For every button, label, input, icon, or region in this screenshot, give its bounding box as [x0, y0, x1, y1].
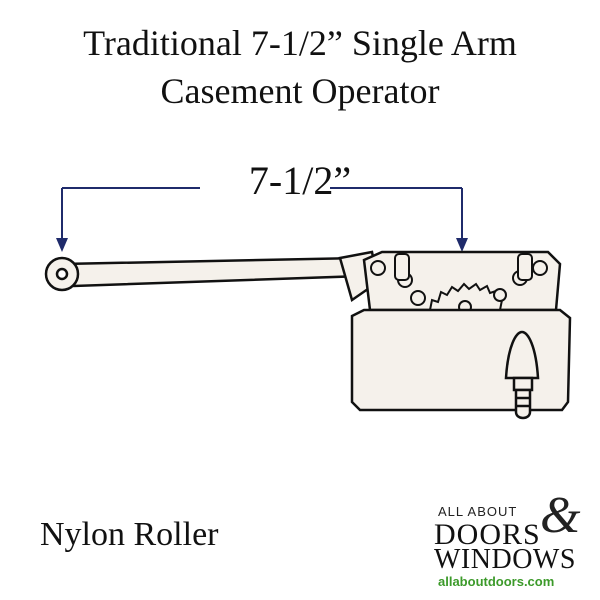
housing-body [350, 308, 572, 412]
logo-ampersand: & [540, 487, 581, 544]
crank-stud [504, 330, 540, 420]
title-line-2: Casement Operator [160, 71, 440, 111]
operator-arm [59, 250, 380, 303]
title-line-1: Traditional 7-1/2” Single Arm [83, 23, 517, 63]
arrowhead-right [456, 238, 468, 252]
logo-text-windows: WINDOWS [434, 544, 576, 575]
brand-logo: ALL ABOUT & DOORS WINDOWS allaboutdoors.… [428, 490, 593, 590]
dimension-label: 7-1/2” [248, 158, 352, 203]
logo-text-doors: DOORS [434, 518, 541, 551]
logo-website: allaboutdoors.com [438, 574, 555, 589]
operator-diagram [44, 187, 572, 420]
caption: Nylon Roller [40, 516, 219, 553]
logo-text-all-about: ALL ABOUT [438, 504, 518, 519]
rivets [370, 253, 548, 306]
arrowhead-left [56, 238, 68, 252]
nylon-roller [44, 256, 80, 292]
dimension-arrows [56, 187, 468, 252]
